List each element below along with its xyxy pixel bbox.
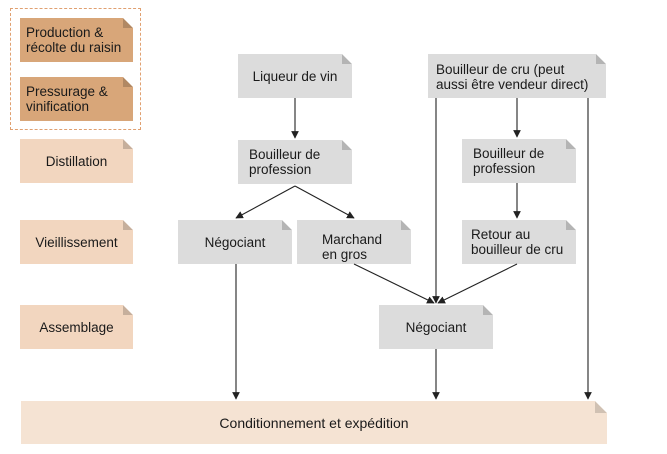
- node-marchand-en-gros: Marchand en gros: [297, 220, 411, 264]
- stage-vieillissement: Vieillissement: [20, 220, 133, 264]
- node-negociant-1: Négociant: [178, 220, 292, 264]
- node-retour-au-bouilleur: Retour au bouilleur de cru: [462, 220, 576, 264]
- footer-label: Conditionnement et expédition: [219, 414, 409, 431]
- stage-production-recolte: Production & récolte du raisin: [20, 18, 133, 62]
- node-bouilleur-de-profession-1: Bouilleur de profession: [238, 140, 352, 184]
- stage-assemblage: Assemblage: [20, 305, 133, 349]
- node-bouilleur-de-cru: Bouilleur de cru (peut aussi être vendeu…: [428, 54, 606, 98]
- arrow-bouilleur-to-marchand: [294, 185, 355, 219]
- node-liqueur-de-vin: Liqueur de vin: [238, 54, 352, 98]
- footer-conditionnement-expedition: Conditionnement et expédition: [21, 401, 607, 444]
- arrow-marchand-to-negociant-2: [353, 263, 435, 304]
- node-bouilleur-de-profession-2: Bouilleur de profession: [462, 139, 576, 183]
- node-negociant-2: Négociant: [379, 305, 493, 349]
- stage-pressurage-vinification: Pressurage & vinification: [20, 77, 133, 121]
- arrow-bouilleur-to-negociant-1: [235, 185, 296, 219]
- arrow-retour-to-negociant-2: [437, 263, 518, 304]
- stage-distillation: Distillation: [20, 139, 133, 183]
- grape-stages-group: [10, 8, 141, 130]
